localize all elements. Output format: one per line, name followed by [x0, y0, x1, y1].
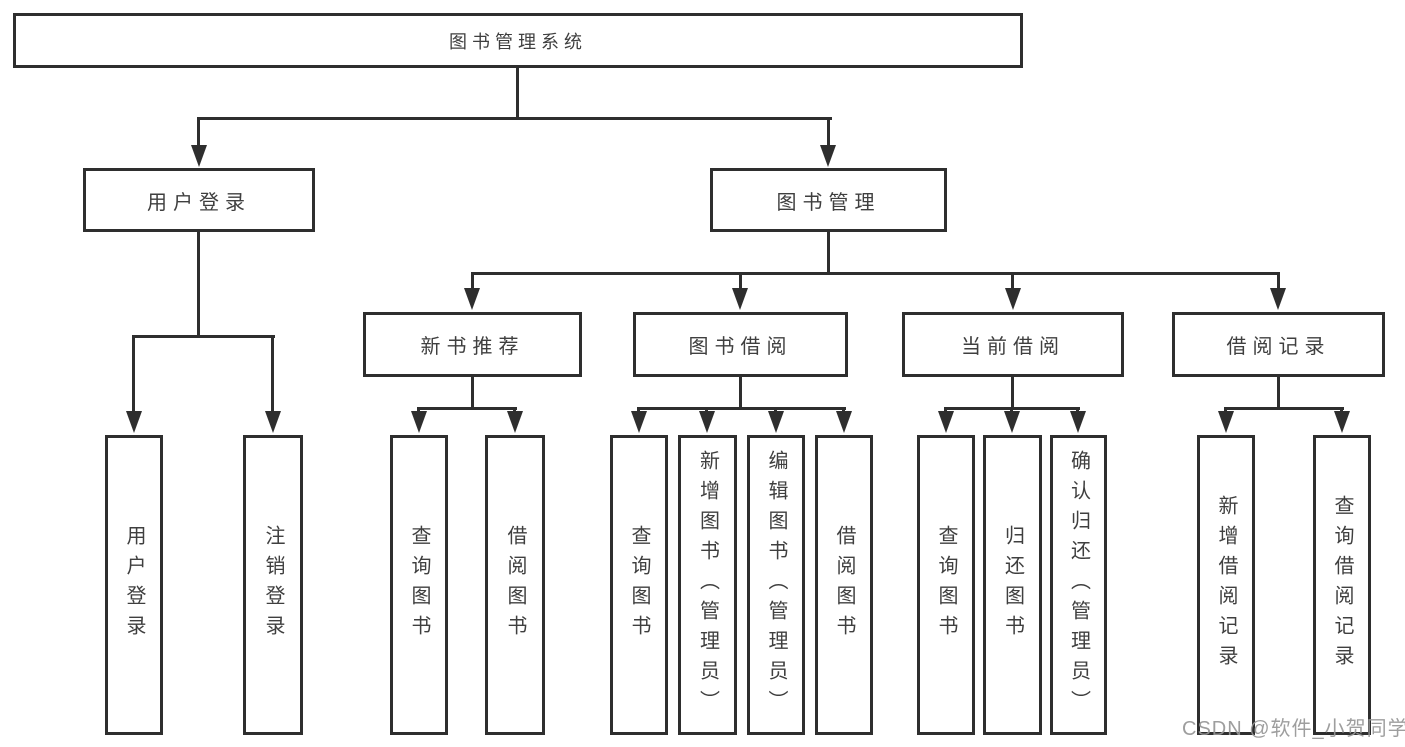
arrow-down-icon	[126, 411, 142, 433]
connector-line	[471, 272, 474, 290]
connector-line	[471, 272, 1280, 275]
watermark-text: CSDN @软件_小贺同学	[1182, 718, 1405, 740]
arrow-down-icon	[411, 411, 427, 433]
node-edit-book-admin: 编辑图书（管理员）	[747, 435, 805, 735]
node-add-borrow-record: 新增借阅记录	[1197, 435, 1255, 735]
node-borrow-books-recommend: 借阅图书	[485, 435, 545, 735]
arrow-down-icon	[732, 288, 748, 310]
connector-line	[197, 117, 832, 120]
arrow-down-icon	[1004, 411, 1020, 433]
arrow-down-icon	[1270, 288, 1286, 310]
arrow-down-icon	[820, 145, 836, 167]
connector-line	[132, 335, 135, 413]
arrow-down-icon	[1218, 411, 1234, 433]
connector-line	[471, 377, 474, 410]
arrow-down-icon	[699, 411, 715, 433]
connector-line	[197, 117, 200, 149]
connector-line	[827, 117, 830, 149]
arrow-down-icon	[191, 145, 207, 167]
connector-line	[417, 407, 517, 410]
node-query-books-recommend: 查询图书	[390, 435, 448, 735]
node-current-borrowing: 当前借阅	[902, 312, 1124, 377]
node-query-books-borrow: 查询图书	[610, 435, 668, 735]
connector-line	[739, 377, 742, 410]
node-logout: 注销登录	[243, 435, 303, 735]
arrow-down-icon	[768, 411, 784, 433]
node-borrow-books-leaf: 借阅图书	[815, 435, 873, 735]
connector-line	[1011, 272, 1014, 290]
node-user-login: 用户登录	[83, 168, 315, 232]
node-return-books: 归还图书	[983, 435, 1042, 735]
node-book-management: 图书管理	[710, 168, 947, 232]
node-book-management-system: 图书管理系统	[13, 13, 1023, 68]
arrow-down-icon	[938, 411, 954, 433]
node-add-book-admin: 新增图书（管理员）	[678, 435, 737, 735]
node-user-login-leaf: 用户登录	[105, 435, 163, 735]
arrow-down-icon	[507, 411, 523, 433]
arrow-down-icon	[265, 411, 281, 433]
node-query-books-current: 查询图书	[917, 435, 975, 735]
arrow-down-icon	[631, 411, 647, 433]
connector-line	[827, 232, 830, 272]
connector-line	[1277, 272, 1280, 290]
connector-line	[637, 407, 846, 410]
connector-line	[1277, 377, 1280, 410]
connector-line	[132, 335, 275, 338]
connector-line	[197, 232, 200, 335]
connector-line	[1224, 407, 1344, 410]
arrow-down-icon	[464, 288, 480, 310]
arrow-down-icon	[1070, 411, 1086, 433]
arrow-down-icon	[1005, 288, 1021, 310]
node-query-borrow-record: 查询借阅记录	[1313, 435, 1371, 735]
arrow-down-icon	[1334, 411, 1350, 433]
connector-line	[271, 335, 274, 413]
arrow-down-icon	[836, 411, 852, 433]
node-confirm-return-admin: 确认归还（管理员）	[1050, 435, 1107, 735]
connector-line	[1011, 377, 1014, 410]
connector-line	[739, 272, 742, 290]
node-book-borrowing: 图书借阅	[633, 312, 848, 377]
node-new-book-recommendation: 新书推荐	[363, 312, 582, 377]
connector-line	[516, 68, 519, 117]
node-borrowing-records: 借阅记录	[1172, 312, 1385, 377]
